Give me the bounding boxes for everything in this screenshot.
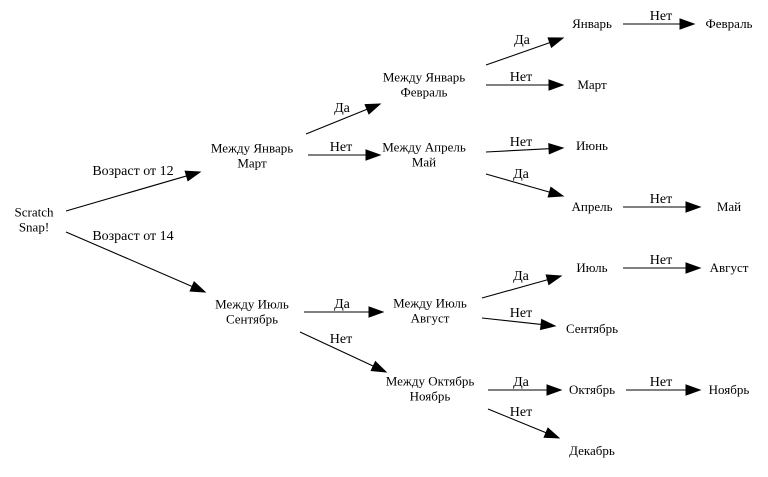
arrowhead-n_jan_feb-to-jan — [547, 37, 565, 49]
edge-label-n_jul_sep-to-n_oct_nov: Нет — [330, 332, 352, 347]
edge-label-root-to-n_jan_mar: Возраст от 12 — [92, 164, 173, 179]
node-root-line-0: Scratch — [15, 205, 54, 220]
node-may: Май — [717, 199, 741, 214]
edge-root-to-n_jan_mar — [65, 175, 187, 212]
edge-label-apr-to-may: Нет — [650, 192, 672, 207]
node-aug-line-0: Август — [710, 260, 749, 275]
arrowhead-n_apr_may-to-apr — [547, 186, 565, 198]
arrowhead-n_jan_feb-to-mar — [548, 79, 565, 91]
node-mar-line-0: Март — [577, 77, 607, 92]
arrowhead-n_jan_mar-to-n_jan_feb — [364, 103, 382, 115]
node-dec-line-0: Декабрь — [569, 443, 615, 458]
edge-n_jul_aug-to-sep — [481, 317, 542, 326]
edge-n_jul_aug-to-jul — [481, 279, 548, 299]
edge-label-root-to-n_jul_sep: Возраст от 14 — [92, 229, 173, 244]
edge-label-n_jan_mar-to-n_apr_may: Нет — [330, 140, 352, 155]
edge-label-n_apr_may-to-jun: Нет — [510, 135, 532, 150]
node-root-line-1: Snap! — [19, 220, 49, 235]
edge-n_jan_feb-to-jan — [485, 42, 550, 66]
node-n_apr_may-line-0: Между Апрель — [382, 140, 466, 155]
node-sep-line-0: Сентябрь — [566, 321, 618, 336]
edge-label-n_jan_feb-to-jan: Да — [514, 33, 531, 48]
edge-n_oct_nov-to-dec — [487, 408, 547, 434]
node-mar: Март — [577, 77, 607, 92]
node-aug: Август — [710, 260, 749, 275]
edge-n_apr_may-to-jun — [485, 148, 550, 153]
node-jun-line-0: Июнь — [576, 138, 608, 153]
node-jan: Январь — [572, 16, 612, 31]
edges-layer — [65, 18, 702, 439]
node-nov-line-0: Ноябрь — [709, 382, 750, 397]
edge-n_jul_sep-to-n_oct_nov — [299, 331, 374, 367]
node-feb-line-0: Февраль — [706, 16, 753, 31]
node-n_jan_feb-line-1: Февраль — [401, 85, 448, 100]
node-n_jul_aug-line-0: Между Июль — [393, 296, 467, 311]
edge-label-jan-to-feb: Нет — [650, 9, 672, 24]
edge-label-n_apr_may-to-apr: Да — [513, 167, 530, 182]
node-n_jul_sep-line-1: Сентябрь — [226, 312, 278, 327]
edge-label-n_jul_aug-to-sep: Нет — [510, 306, 532, 321]
node-n_jan_feb-line-0: Между Январь — [383, 70, 465, 85]
arrowhead-root-to-n_jan_mar — [184, 170, 202, 182]
node-n_oct_nov-line-1: Ноябрь — [410, 389, 451, 404]
edge-root-to-n_jul_sep — [65, 231, 193, 287]
edge-label-n_jan_mar-to-n_jan_feb: Да — [334, 101, 351, 116]
node-jul-line-0: Июль — [576, 260, 607, 275]
node-n_jan_mar-line-0: Между Январь — [211, 141, 293, 156]
arrowhead-n_jul_aug-to-sep — [539, 318, 557, 331]
node-sep: Сентябрь — [566, 321, 618, 336]
edge-n_jan_mar-to-n_jan_feb — [305, 108, 368, 135]
edge-label-n_oct_nov-to-oct: Да — [513, 375, 530, 390]
arrowhead-n_oct_nov-to-oct — [546, 384, 563, 396]
edge-label-oct-to-nov: Нет — [650, 375, 672, 390]
node-jun: Июнь — [576, 138, 608, 153]
arrowhead-apr-to-may — [685, 201, 702, 213]
node-oct: Октябрь — [569, 382, 615, 397]
arrowhead-n_apr_may-to-jun — [548, 143, 565, 155]
node-dec: Декабрь — [569, 443, 615, 458]
node-feb: Февраль — [706, 16, 753, 31]
node-n_apr_may-line-1: Май — [412, 155, 436, 170]
node-apr-line-0: Апрель — [571, 199, 612, 214]
node-may-line-0: Май — [717, 199, 741, 214]
node-jul: Июль — [576, 260, 607, 275]
arrowhead-n_oct_nov-to-dec — [543, 427, 561, 439]
node-jan-line-0: Январь — [572, 16, 612, 31]
edge-label-jul-to-aug: Нет — [650, 253, 672, 268]
node-n_jul_aug-line-1: Август — [411, 311, 450, 326]
edge-n_apr_may-to-apr — [485, 173, 550, 193]
node-nov: Ноябрь — [709, 382, 750, 397]
arrowhead-oct-to-nov — [685, 384, 702, 396]
edge-label-n_jul_sep-to-n_jul_aug: Да — [334, 297, 351, 312]
edge-label-n_jul_aug-to-jul: Да — [513, 269, 530, 284]
edge-label-n_oct_nov-to-dec: Нет — [510, 405, 532, 420]
arrowhead-n_jul_sep-to-n_jul_aug — [368, 306, 385, 318]
node-n_oct_nov-line-0: Между Октябрь — [386, 374, 475, 389]
node-n_jul_sep-line-0: Между Июль — [215, 297, 289, 312]
edge-label-n_jan_feb-to-mar: Нет — [510, 70, 532, 85]
arrowhead-n_jul_sep-to-n_oct_nov — [370, 360, 388, 373]
arrowhead-root-to-n_jul_sep — [189, 281, 207, 293]
node-n_jan_mar-line-1: Март — [237, 156, 267, 171]
arrowhead-n_jul_aug-to-jul — [545, 274, 563, 286]
arrowhead-jan-to-feb — [679, 18, 696, 30]
node-apr: Апрель — [571, 199, 612, 214]
node-oct-line-0: Октябрь — [569, 382, 615, 397]
arrowhead-n_jan_mar-to-n_apr_may — [365, 149, 382, 161]
arrowhead-jul-to-aug — [685, 262, 702, 274]
